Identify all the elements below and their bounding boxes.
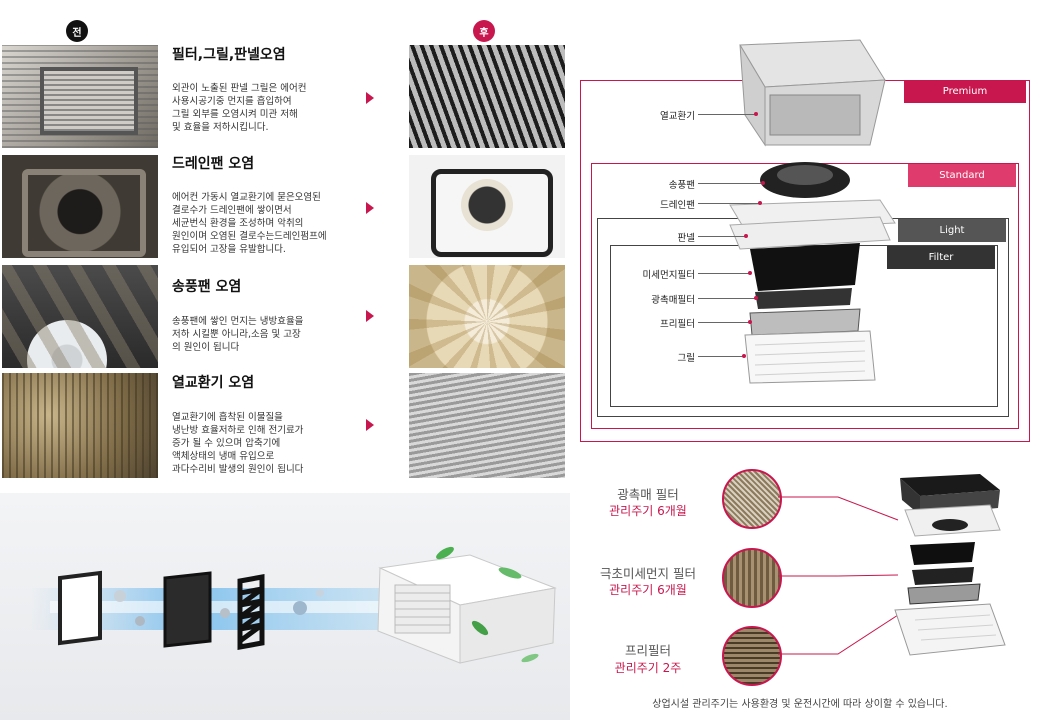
part-label: 미세먼지필터 bbox=[642, 270, 695, 281]
disclaimer-note: 상업시설 관리주기는 사용환경 및 운전시간에 따라 상이할 수 있습니다. bbox=[652, 699, 948, 710]
light-tag: Light bbox=[898, 219, 1006, 242]
section-title: 드레인팬 오염 bbox=[172, 156, 255, 172]
airflow-filter-illustration bbox=[0, 493, 570, 720]
ultrafine-filter-photo bbox=[722, 548, 782, 608]
premium-tag: Premium bbox=[904, 80, 1026, 103]
part-label: 그릴 bbox=[677, 353, 695, 364]
after-photo-drain-pan bbox=[409, 155, 565, 258]
section-title: 열교환기 오염 bbox=[172, 375, 255, 391]
before-photo-grill bbox=[2, 45, 158, 148]
filter-name: 광촉매 필터 bbox=[617, 487, 679, 502]
leader-dot-icon bbox=[758, 201, 762, 205]
leader-line bbox=[698, 322, 750, 323]
connector-lines bbox=[778, 496, 899, 655]
section-title: 송풍팬 오염 bbox=[172, 279, 242, 295]
filter-name: 프리필터 bbox=[624, 643, 671, 658]
after-photo-grill bbox=[409, 45, 565, 148]
before-photo-heat-exchanger bbox=[2, 373, 158, 478]
leader-line bbox=[698, 183, 763, 184]
leader-line bbox=[698, 356, 744, 357]
photocatalyst-filter-photo bbox=[722, 469, 782, 529]
leader-dot-icon bbox=[754, 296, 758, 300]
filter-cycle: 관리주기 6개월 bbox=[609, 504, 687, 518]
leader-line bbox=[698, 273, 750, 274]
before-photo-fan bbox=[2, 265, 158, 368]
filter-cycle: 관리주기 2주 bbox=[614, 661, 682, 675]
arrow-right-icon bbox=[366, 310, 374, 322]
filter-cycle: 관리주기 6개월 bbox=[609, 583, 687, 597]
leader-line bbox=[698, 203, 760, 204]
part-label: 송풍팬 bbox=[668, 180, 695, 191]
part-label: 프리필터 bbox=[660, 319, 695, 330]
small-unit-drawing bbox=[894, 474, 1006, 656]
part-label: 열교환기 bbox=[660, 111, 695, 122]
part-label: 광촉매필터 bbox=[651, 295, 695, 306]
after-photo-fan bbox=[409, 265, 565, 368]
leader-dot-icon bbox=[761, 181, 765, 185]
pre-filter-photo bbox=[722, 626, 782, 686]
arrow-right-icon bbox=[366, 419, 374, 431]
before-photo-drain-pan bbox=[2, 155, 158, 258]
arrow-right-icon bbox=[366, 202, 374, 214]
leader-line bbox=[698, 114, 756, 115]
leader-line bbox=[698, 236, 746, 237]
leader-dot-icon bbox=[748, 271, 752, 275]
filter-name: 극초미세먼지 필터 bbox=[600, 566, 696, 581]
leader-dot-icon bbox=[744, 234, 748, 238]
filter-tag: Filter bbox=[887, 246, 995, 269]
standard-tag: Standard bbox=[908, 164, 1016, 187]
after-badge: 후 bbox=[473, 20, 495, 42]
leader-dot-icon bbox=[754, 112, 758, 116]
part-label: 드레인팬 bbox=[660, 200, 695, 211]
leader-dot-icon bbox=[748, 320, 752, 324]
after-photo-heat-exchanger bbox=[409, 373, 565, 478]
exploded-unit-drawing bbox=[729, 39, 896, 384]
leader-line bbox=[698, 298, 756, 299]
leader-dot-icon bbox=[742, 354, 746, 358]
airflow-filter-illustration bbox=[30, 546, 557, 664]
arrow-right-icon bbox=[366, 92, 374, 104]
before-badge: 전 bbox=[66, 20, 88, 42]
part-label: 판넬 bbox=[677, 233, 695, 244]
section-title: 필터,그릴,판넬오염 bbox=[172, 47, 286, 63]
